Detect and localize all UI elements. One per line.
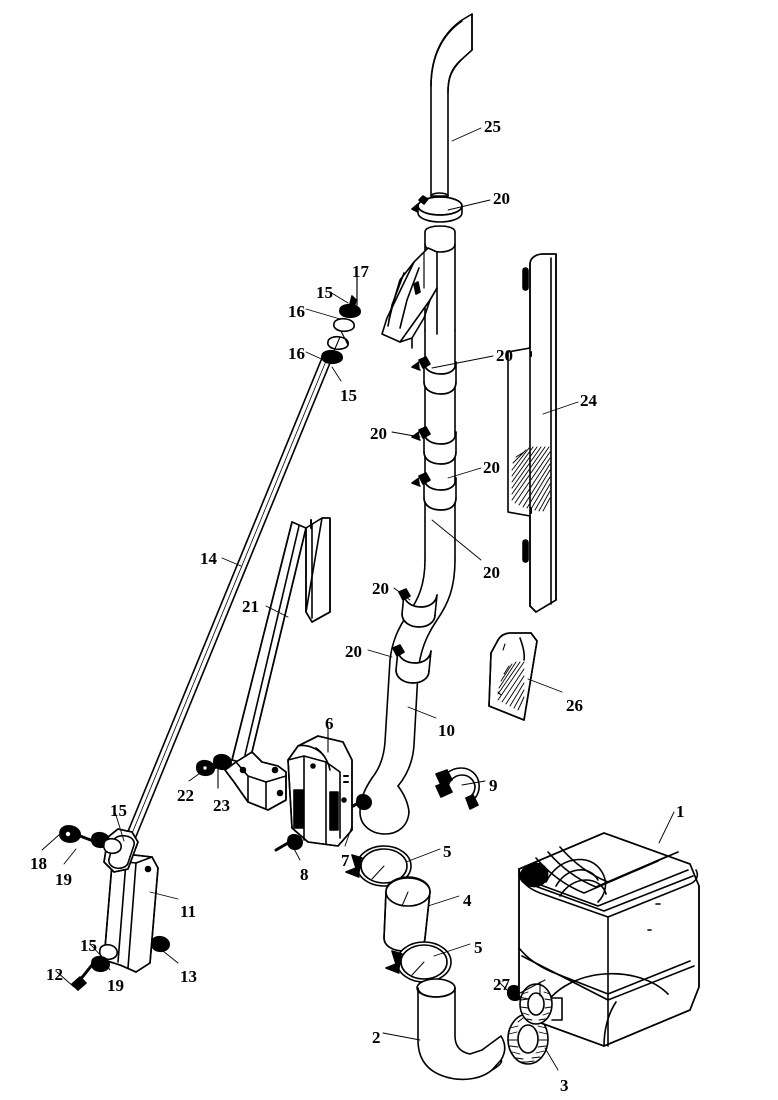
leader-line-20	[391, 431, 421, 438]
leader-line-4	[427, 895, 460, 907]
leader-line-15	[89, 943, 105, 960]
part-upper-angled-shield	[381, 247, 438, 349]
leader-line-24	[542, 401, 579, 415]
leader-line-13	[157, 946, 179, 964]
leader-line-12	[56, 971, 75, 988]
leader-line-7	[344, 825, 353, 847]
callout-16: 16	[288, 344, 305, 363]
callout-20: 20	[370, 424, 387, 443]
part-clamp-20-b	[411, 356, 457, 395]
leader-line-15	[114, 811, 125, 842]
callout-17: 17	[352, 262, 369, 281]
leader-line-19	[103, 960, 111, 971]
leader-line-21	[265, 605, 289, 618]
callout-20: 20	[493, 189, 510, 208]
part-clamp-20-top	[411, 195, 463, 223]
part-clamp-5-upper	[345, 845, 412, 887]
callout-26: 26	[566, 696, 583, 715]
leader-line-5	[405, 848, 441, 863]
part-inlet-pipe-2	[416, 978, 506, 1081]
callout-15: 15	[340, 386, 357, 405]
callout-1: 1	[676, 802, 685, 821]
leader-line-25	[451, 127, 482, 142]
callout-20: 20	[496, 346, 513, 365]
callout-24: 24	[580, 391, 597, 410]
leader-line-2	[382, 1032, 421, 1041]
leader-line-18	[41, 833, 61, 851]
leader-line-5	[433, 943, 471, 957]
callout-6: 6	[325, 714, 334, 733]
callout-16: 16	[288, 302, 305, 321]
leader-line-20	[431, 519, 482, 561]
leader-line-16	[305, 308, 341, 320]
callout-14: 14	[200, 549, 217, 568]
leader-line-15	[329, 291, 349, 304]
leader-line-11	[149, 891, 179, 900]
leader-line-10	[407, 706, 437, 719]
leader-line-20	[367, 649, 393, 658]
callout-2: 2	[372, 1028, 381, 1047]
callout-21: 21	[242, 597, 259, 616]
part-rain-cap-25	[430, 13, 473, 200]
callout-18: 18	[30, 854, 47, 873]
callout-22: 22	[177, 786, 194, 805]
part-support-brace-21	[224, 517, 331, 811]
part-sleeve-4	[383, 876, 431, 952]
leader-line-8	[291, 844, 301, 861]
callout-20: 20	[372, 579, 389, 598]
callout-20: 20	[483, 458, 500, 477]
callout-20: 20	[483, 563, 500, 582]
callout-19: 19	[55, 870, 72, 889]
callout-13: 13	[180, 967, 197, 986]
leader-line-16	[305, 351, 329, 363]
part-gasket-3	[507, 1013, 549, 1065]
callout-25: 25	[484, 117, 501, 136]
leader-line-3	[544, 1047, 559, 1071]
leader-line-22	[188, 770, 204, 782]
part-muffler-1	[511, 832, 700, 1047]
callout-19: 19	[107, 976, 124, 995]
part-clamp-strap-9	[435, 767, 480, 810]
callout-5: 5	[474, 938, 483, 957]
part-mounting-bracket-6-7	[274, 725, 372, 852]
callout-7: 7	[341, 851, 350, 870]
callout-4: 4	[463, 891, 472, 910]
leader-line-26	[527, 678, 563, 693]
callout-9: 9	[489, 776, 498, 795]
leader-line-20	[447, 199, 491, 211]
callout-11: 11	[180, 902, 197, 921]
leader-line-27	[499, 982, 513, 996]
part-support-rod-14	[119, 275, 361, 857]
callout-3: 3	[560, 1076, 569, 1095]
callout-20: 20	[345, 642, 362, 661]
leader-line-19	[63, 848, 77, 865]
callout-8: 8	[300, 865, 309, 884]
leader-line-15	[331, 366, 342, 382]
part-clamp-20-f	[392, 644, 432, 684]
callout-12: 12	[46, 965, 63, 984]
callout-23: 23	[213, 796, 230, 815]
leader-line-14	[221, 557, 242, 567]
callout-5: 5	[443, 842, 452, 861]
leader-line-20	[431, 355, 494, 369]
part-clamp-20-d	[411, 472, 457, 511]
part-heat-shield-26	[488, 632, 538, 721]
callout-15: 15	[316, 283, 333, 302]
leader-line-20	[447, 467, 482, 479]
callout-27: 27	[493, 975, 510, 994]
callout-15: 15	[110, 801, 127, 820]
leader-line-9	[461, 780, 486, 786]
part-clamp-20-c	[411, 426, 457, 465]
callout-15: 15	[80, 936, 97, 955]
leader-line-20	[393, 587, 411, 601]
part-heat-shield-24	[507, 253, 557, 613]
leader-line-1	[658, 811, 675, 844]
callout-10: 10	[438, 721, 455, 740]
part-clamp-20-e	[398, 588, 438, 628]
part-lower-bracket-11	[59, 825, 170, 991]
